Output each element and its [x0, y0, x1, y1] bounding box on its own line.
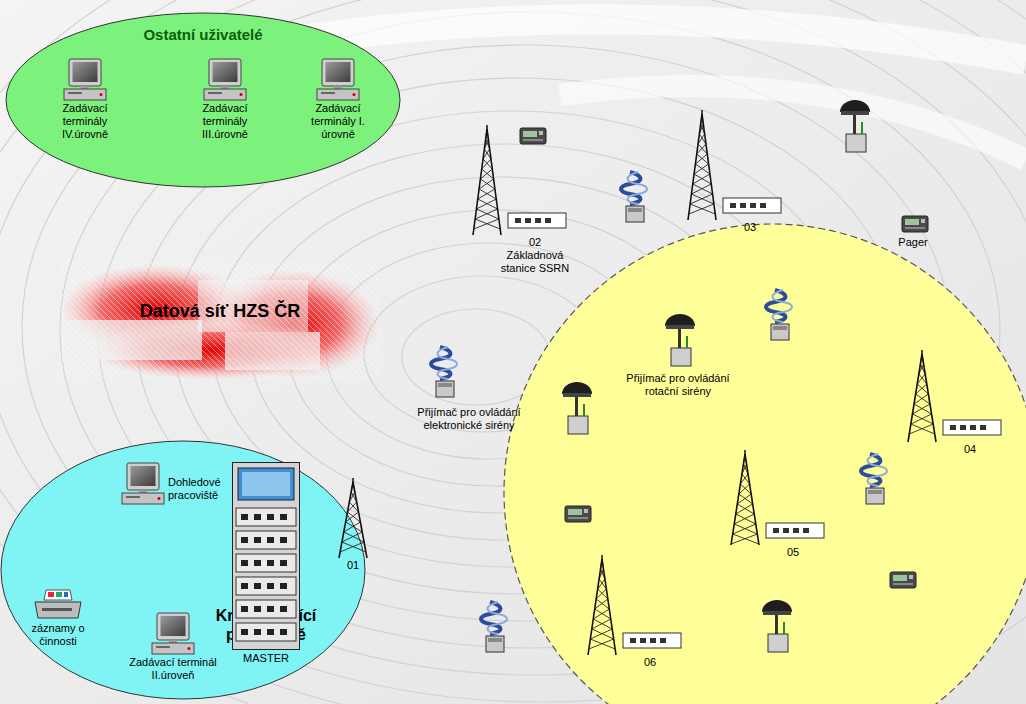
users-group: Ostatní uživateléZadávací terminály IV.ú…: [5, 12, 401, 188]
activity-printer: záznamy o činnosti: [16, 588, 100, 648]
group-title: Ostatní uživatelé: [5, 26, 401, 44]
transmitter-tower: [585, 555, 685, 656]
device-label: Přijímač pro ovládání elektronické sirén…: [392, 406, 546, 432]
station-number: 02: [470, 236, 570, 249]
master-rack-icon: [232, 462, 300, 650]
terminal-label: Zadávací terminály III.úrovně: [185, 102, 265, 141]
network-label: Datová síť HZS ČR: [60, 300, 380, 322]
computer-icon: [150, 612, 196, 656]
base-station: 06: [585, 555, 685, 669]
input-terminal: Zadávací terminály IV.úrovně: [52, 58, 118, 141]
printer-label: záznamy o činnosti: [16, 622, 100, 648]
master-unit: MASTER: [232, 462, 300, 665]
station-label: Základnová stanice SSRN: [470, 249, 570, 275]
station-number: 04: [905, 443, 1005, 456]
base-station: 02Základnová stanice SSRN: [470, 125, 570, 275]
terminal-label: Zadávací terminál II.úroveň: [124, 656, 222, 682]
base-station: 01: [333, 478, 373, 572]
regional-control-center: Krajské řídící pracovištěDohledové praco…: [0, 440, 366, 700]
input-terminal: Zadávací terminál II.úroveň: [124, 612, 222, 682]
device-label: Přijímač pro ovládání rotační sirény: [612, 372, 744, 398]
input-terminal: Zadávací terminály III.úrovně: [185, 58, 265, 141]
station-number: 05: [728, 546, 828, 559]
device-label: Pager: [891, 236, 935, 249]
data-network-cloud: Datová síť HZS ČR: [60, 262, 380, 380]
terminal-label: Zadávací terminály IV.úrovně: [52, 102, 118, 141]
transmitter-tower: [728, 450, 828, 546]
base-station: 05: [728, 450, 828, 559]
station-number: 06: [585, 656, 685, 669]
workstation-label: Dohledové pracoviště: [168, 476, 226, 502]
transmitter-tower: [470, 125, 570, 236]
transmitter-tower: [905, 350, 1005, 443]
transmitter-tower: [333, 478, 373, 559]
station-number: 01: [347, 559, 359, 572]
computer-icon: [202, 58, 248, 102]
terminal-label: Zadávací terminály I. úrovně: [298, 102, 378, 141]
monitoring-workstation: Dohledové pracoviště: [120, 462, 226, 506]
input-terminal: Zadávací terminály I. úrovně: [298, 58, 378, 141]
printer-icon: [32, 588, 84, 622]
computer-icon: [315, 58, 361, 102]
master-label: MASTER: [243, 652, 289, 665]
station-number: 03: [685, 221, 785, 234]
base-station: 04: [905, 350, 1005, 456]
base-station: 03: [685, 110, 785, 234]
computer-icon: [62, 58, 108, 102]
computer-icon: [120, 462, 166, 506]
transmitter-tower: [685, 110, 785, 221]
